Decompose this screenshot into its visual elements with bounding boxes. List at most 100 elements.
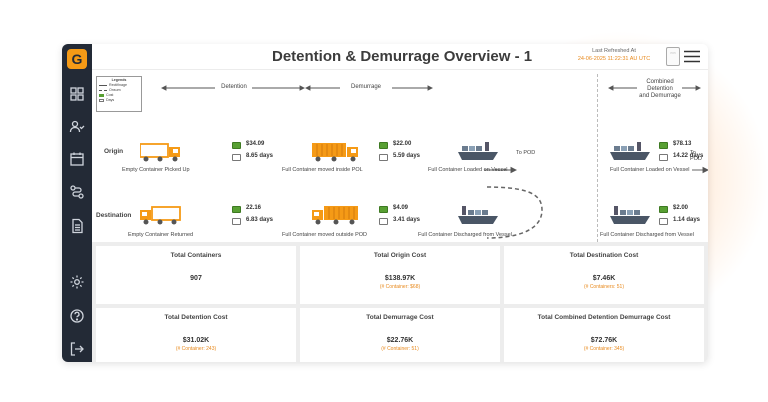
kpi-subtext: (# Container: $68) <box>379 284 421 290</box>
vessel-loaded-icon <box>458 142 498 160</box>
route-icon[interactable] <box>69 184 85 200</box>
combined-section-label: Combined Detention and Demurrage <box>637 79 683 100</box>
kpi-title: Total Combined Detention Demurrage Cost <box>537 314 671 321</box>
kpi-subtext: (# Container: 345) <box>583 346 625 352</box>
kpi-title: Total Destination Cost <box>569 252 639 259</box>
legend-item: Rectifinage <box>109 83 127 87</box>
step-caption: Full Container Loaded on Vessel <box>428 167 508 173</box>
kpi-card-total-detention-cost[interactable]: Total Detention Cost $31.02K (# Containe… <box>96 308 296 362</box>
calendar-icon[interactable] <box>69 151 85 167</box>
flow-connectors <box>160 85 708 239</box>
origin-demurrage-cost: $22.00 <box>393 141 412 147</box>
step-caption: Full Container moved outside POD <box>282 232 367 238</box>
kpi-value: $138.97K <box>384 275 416 282</box>
destination-demurrage-days: 3.41 days <box>393 217 421 223</box>
demurrage-section-label: Demurrage <box>350 84 381 90</box>
empty-truck-icon <box>140 143 180 162</box>
kpi-subtext: (# Containers: 51) <box>583 284 625 290</box>
logout-icon[interactable] <box>69 341 85 357</box>
header-bar: Detention & Demurrage Overview - 1 Last … <box>92 44 708 70</box>
origin-detention-cost: $34.09 <box>246 141 265 147</box>
cost-icon <box>379 142 388 149</box>
step-caption: Empty Container Picked Up <box>122 167 190 173</box>
dashboard-icon[interactable] <box>69 86 85 102</box>
kpi-grid: Total Containers 907 Total Origin Cost $… <box>92 242 708 362</box>
step-caption: Empty Container Returned <box>128 232 194 238</box>
app-window: G Detention & Demurrage Overview - 1 L <box>62 44 708 362</box>
combined-origin-cost: $78.13 <box>673 141 692 147</box>
settings-icon[interactable] <box>69 274 85 290</box>
kpi-subtext: (# Container: 243) <box>175 346 217 352</box>
days-icon <box>232 154 241 161</box>
kpi-value: $31.02K <box>182 337 210 344</box>
vessel-loaded-icon <box>610 142 650 160</box>
sidebar: G <box>62 44 92 362</box>
users-icon[interactable] <box>69 119 85 135</box>
days-icon <box>379 154 388 161</box>
kpi-card-total-origin-cost[interactable]: Total Origin Cost $138.97K (# Container:… <box>300 246 500 304</box>
destination-detention-days: 6.83 days <box>246 217 274 223</box>
legend-item: Cost <box>106 93 114 97</box>
days-icon <box>659 154 668 161</box>
days-icon <box>232 218 241 225</box>
origin-row-label: Origin <box>104 148 124 155</box>
cost-icon <box>379 206 388 213</box>
hamburger-menu-icon[interactable] <box>684 50 700 63</box>
kpi-card-total-containers[interactable]: Total Containers 907 <box>96 246 296 304</box>
section-divider <box>597 74 598 242</box>
last-refreshed: Last Refreshed At 24-06-2025 11:22:31 AU… <box>564 47 664 63</box>
cost-icon <box>232 206 241 213</box>
help-icon[interactable] <box>69 308 85 324</box>
refresh-value: 24-06-2025 11:22:31 AU UTC <box>577 56 651 62</box>
cost-icon <box>232 142 241 149</box>
flow-diagram: Legends Rectifinage Onsum Cost Days <box>92 70 708 242</box>
vessel-discharged-icon <box>458 206 498 224</box>
kpi-subtext: (# Container: 51) <box>381 346 419 352</box>
combined-label-line2: and Demurrage <box>639 93 681 99</box>
kpi-title: Total Origin Cost <box>373 252 427 259</box>
destination-detention-cost: 22.16 <box>246 205 262 211</box>
client-logo-icon: ▭▭ <box>666 47 680 66</box>
destination-row-label: Destination <box>96 212 132 219</box>
legend-item: Onsum <box>109 88 121 92</box>
full-truck-icon <box>312 206 358 225</box>
step-caption: Full Container moved inside POL <box>282 167 363 173</box>
origin-detention-days: 8.65 days <box>246 153 274 159</box>
kpi-card-total-combined-cost[interactable]: Total Combined Detention Demurrage Cost … <box>504 308 704 362</box>
app-logo[interactable]: G <box>67 49 87 69</box>
legend-box: Legends Rectifinage Onsum Cost Days <box>96 76 142 112</box>
kpi-title: Total Demurrage Cost <box>366 314 434 321</box>
days-icon <box>379 218 388 225</box>
destination-demurrage-cost: $4.09 <box>393 205 409 211</box>
kpi-value: $22.76K <box>386 337 414 344</box>
kpi-title: Total Detention Cost <box>164 314 228 321</box>
kpi-card-total-demurrage-cost[interactable]: Total Demurrage Cost $22.76K (# Containe… <box>300 308 500 362</box>
step-caption: Full Container Discharged from Vessel <box>418 232 512 238</box>
document-icon[interactable] <box>69 218 85 234</box>
legend-item: Days <box>106 98 115 102</box>
origin-demurrage-days: 5.59 days <box>393 153 421 159</box>
step-caption: Full Container Loaded on Vessel <box>610 167 690 173</box>
cost-icon <box>659 206 668 213</box>
kpi-value: $72.76K <box>590 337 618 344</box>
kpi-value: 907 <box>190 275 202 282</box>
page-title: Detention & Demurrage Overview - 1 <box>272 48 533 65</box>
kpi-value: $7.46K <box>592 275 616 282</box>
kpi-title: Total Containers <box>170 252 222 259</box>
combined-destination-days: 1.14 days <box>673 217 701 223</box>
kpi-card-total-destination-cost[interactable]: Total Destination Cost $7.46K (# Contain… <box>504 246 704 304</box>
legend-title: Legends <box>111 78 127 82</box>
vessel-discharged-icon <box>610 206 650 224</box>
combined-destination-cost: $2.00 <box>673 205 689 211</box>
step-caption: Full Container Discharged from Vessel <box>600 232 694 238</box>
days-icon <box>659 218 668 225</box>
to-pod-label: To POD <box>516 150 536 156</box>
full-truck-icon <box>312 143 358 162</box>
cost-icon <box>659 142 668 149</box>
to-pod-label: To POD <box>690 150 702 162</box>
combined-label-line1: Combined Detention <box>646 79 674 92</box>
empty-truck-icon <box>140 206 181 225</box>
detention-section-label: Detention <box>221 84 247 90</box>
refresh-label: Last Refreshed At <box>592 48 636 54</box>
combined-origin-days: 14.22 days <box>673 153 704 159</box>
